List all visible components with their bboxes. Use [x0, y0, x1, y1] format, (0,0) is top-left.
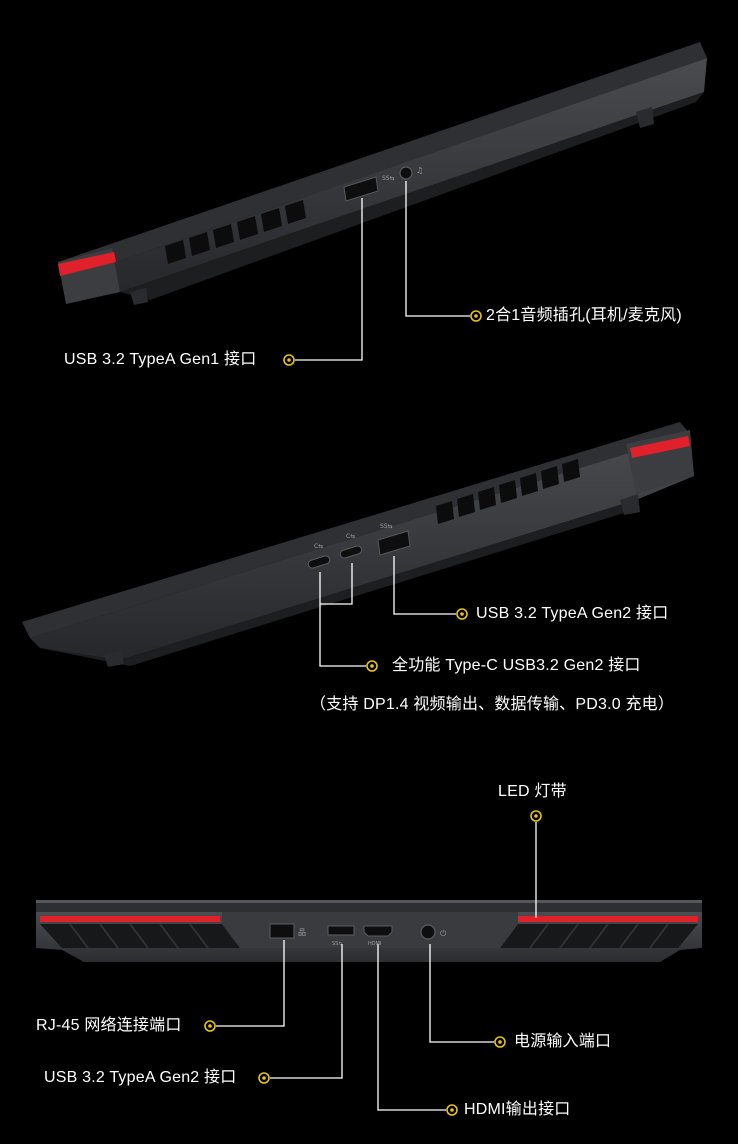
- label-audio-jack: 2合1音频插孔(耳机/麦克风): [486, 307, 682, 324]
- audio-jack-port: [399, 166, 413, 180]
- usb-icon: SS⇆: [380, 523, 393, 530]
- usb-c-port: [307, 555, 331, 569]
- target-marker-icon: [283, 354, 295, 366]
- target-marker-icon: [258, 1072, 270, 1084]
- hdmi-icon: HDMI: [368, 941, 381, 947]
- power-port: [420, 924, 436, 940]
- usb-c-icon: C⇆: [346, 533, 355, 540]
- usb-icon: SS⇆: [332, 941, 343, 947]
- leader-lines-rear: [216, 822, 537, 1111]
- label-power: 电源输入端口: [514, 1033, 612, 1050]
- target-marker-icon: [494, 1036, 506, 1048]
- red-accent: [58, 252, 116, 276]
- leader-lines-right: [319, 556, 456, 667]
- usb-icon: SS⇆: [382, 175, 395, 182]
- target-marker-icon: [456, 608, 468, 620]
- usb-c-port: [339, 545, 363, 559]
- usb-c-icon: C⇆: [314, 543, 323, 550]
- laptop-rear: 品 SS⇆ HDMI ⏻: [36, 900, 702, 962]
- label-usb-c-note: （支持 DP1.4 视频输出、数据传输、PD3.0 充电）: [310, 696, 675, 713]
- label-rj45: RJ-45 网络连接端口: [36, 1017, 182, 1034]
- usb-a-port: [377, 530, 411, 556]
- red-accent: [630, 436, 690, 458]
- lid-edge: [58, 42, 707, 278]
- usb-a-port: [327, 925, 355, 936]
- label-usb-a-gen2-rear: USB 3.2 TypeA Gen2 接口: [44, 1069, 237, 1086]
- headset-icon: ♫: [416, 166, 423, 175]
- target-marker-icon: [530, 810, 542, 822]
- vent-grille: [165, 200, 306, 264]
- label-usb-a-gen1: USB 3.2 TypeA Gen1 接口: [64, 351, 257, 368]
- laptop-right-side: C⇆ C⇆ SS⇆: [22, 422, 694, 667]
- power-icon: ⏻: [440, 929, 447, 938]
- hdmi-port: [363, 925, 393, 937]
- vent-grille: [436, 459, 580, 524]
- led-strip-left: [40, 916, 220, 922]
- target-marker-icon: [470, 310, 482, 322]
- label-hdmi: HDMI输出接口: [464, 1101, 571, 1118]
- leader-lines-left: [295, 181, 470, 361]
- label-led-strip: LED 灯带: [498, 783, 567, 800]
- laptop-left-side: SS⇆ ♫: [58, 42, 707, 305]
- rj45-port: [269, 923, 295, 939]
- side-panel: [30, 434, 694, 660]
- usb-a-port: [343, 176, 379, 202]
- vent-grille: [69, 923, 669, 949]
- target-marker-icon: [204, 1020, 216, 1032]
- target-marker-icon: [446, 1104, 458, 1116]
- ethernet-icon: 品: [298, 928, 306, 937]
- label-usb-c: 全功能 Type-C USB3.2 Gen2 接口: [392, 657, 641, 674]
- label-usb-a-gen2-side: USB 3.2 TypeA Gen2 接口: [476, 605, 669, 622]
- target-marker-icon: [366, 660, 378, 672]
- led-strip-right: [518, 916, 698, 922]
